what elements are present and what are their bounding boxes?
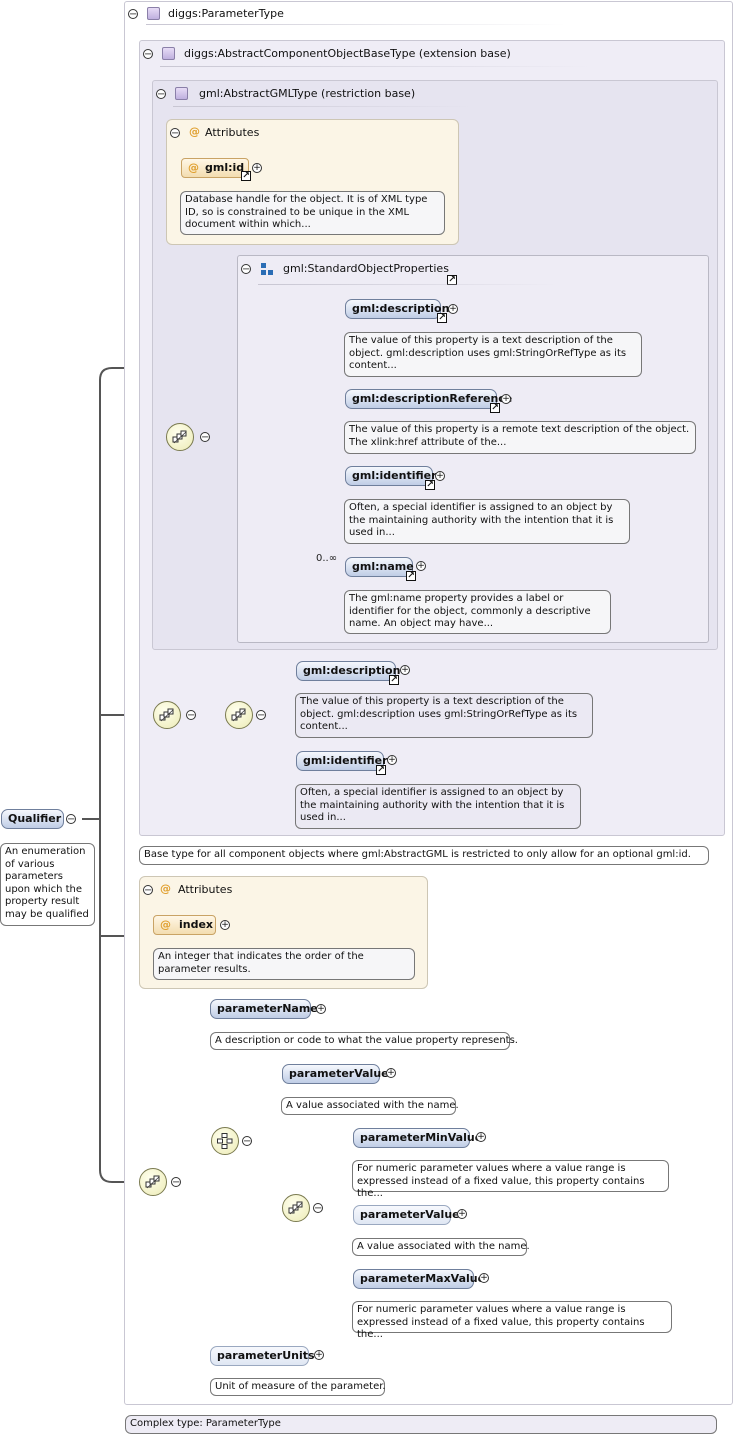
gml-description-element[interactable]: gml:description (296, 661, 400, 681)
choice-compositor-icon[interactable] (211, 1127, 239, 1155)
parameter-value-annotation: A value associated with the name. (281, 1097, 459, 1115)
complex-type-title: diggs:ParameterType (168, 7, 284, 20)
parameter-name-annotation: A description or code to what the value … (210, 1032, 518, 1050)
gml-description-annotation: The value of this property is a text des… (344, 332, 642, 377)
expand-icon[interactable]: + (476, 1132, 486, 1142)
expand-icon[interactable]: + (386, 1068, 396, 1078)
expand-icon[interactable]: + (314, 1350, 324, 1360)
index-label: index (179, 918, 214, 931)
complex-type-annotation: Complex type: ParameterType (125, 1415, 717, 1434)
collapse-icon[interactable]: − (143, 49, 153, 60)
gml-identifier-annotation: Often, a special identifier is assigned … (344, 499, 630, 544)
parameter-units-annotation: Unit of measure of the parameter. (210, 1378, 386, 1396)
collapse-icon[interactable]: − (66, 814, 76, 825)
extension-base-title: diggs:AbstractComponentObjectBaseType (e… (184, 47, 511, 60)
expand-icon[interactable]: + (400, 665, 410, 675)
expand-icon[interactable]: + (416, 561, 426, 571)
expand-icon[interactable]: + (457, 1209, 467, 1219)
gml-identifier-element[interactable]: gml:identifier (296, 751, 388, 771)
reference-arrow-icon[interactable]: ↗ (490, 403, 500, 413)
reference-arrow-icon[interactable]: ↗ (389, 675, 399, 685)
collapse-icon[interactable]: − (156, 89, 166, 100)
collapse-icon[interactable]: − (200, 432, 210, 443)
parameter-value-element[interactable]: parameterValue (282, 1064, 389, 1084)
collapse-icon[interactable]: − (313, 1203, 323, 1214)
sequence-compositor-icon[interactable] (282, 1194, 310, 1222)
reference-arrow-icon[interactable]: ↗ (437, 313, 447, 323)
sequence-compositor-icon[interactable] (139, 1168, 167, 1196)
parameter-min-value-element[interactable]: parameterMinValue (353, 1128, 482, 1148)
collapse-icon[interactable]: − (143, 885, 153, 896)
sequence-compositor-icon[interactable] (225, 701, 253, 729)
gml-id-attribute[interactable]: @ gml:id (181, 158, 249, 178)
collapse-icon[interactable]: − (171, 1177, 181, 1188)
collapse-icon[interactable]: − (241, 264, 251, 275)
parameter-max-value-element[interactable]: parameterMaxValue (353, 1269, 485, 1289)
header-divider (146, 24, 566, 25)
group-icon (261, 263, 274, 276)
index-annotation: An integer that indicates the order of t… (153, 948, 415, 980)
standard-object-properties-title: gml:StandardObjectProperties (283, 262, 449, 275)
parameter-min-value-annotation: For numeric parameter values where a val… (352, 1160, 669, 1199)
gml-identifier-annotation: Often, a special identifier is assigned … (295, 784, 581, 829)
reference-arrow-icon[interactable]: ↗ (376, 765, 386, 775)
reference-arrow-icon[interactable]: ↗ (241, 171, 251, 181)
qualifier-annotation: An enumeration of various parameters upo… (0, 843, 95, 926)
expand-icon[interactable]: + (448, 304, 458, 314)
expand-icon[interactable]: + (435, 471, 445, 481)
expand-icon[interactable]: + (479, 1273, 489, 1283)
index-attribute[interactable]: @ index (153, 915, 216, 935)
complex-type-icon (162, 47, 175, 60)
gml-description-element[interactable]: gml:description (345, 299, 449, 319)
header-divider (258, 284, 558, 285)
parameter-value-annotation: A value associated with the name. (352, 1238, 530, 1256)
reference-arrow-icon[interactable]: ↗ (406, 571, 416, 581)
occurrence-label: 0..∞ (316, 553, 338, 564)
parameter-value-element[interactable]: parameterValue (353, 1205, 460, 1225)
gml-name-annotation: The gml:name property provides a label o… (344, 590, 611, 634)
parameter-max-value-annotation: For numeric parameter values where a val… (352, 1301, 672, 1340)
parameter-units-element[interactable]: parameterUnits (210, 1346, 315, 1366)
expand-icon[interactable]: + (501, 394, 511, 404)
gml-description-reference-annotation: The value of this property is a remote t… (344, 421, 696, 454)
sequence-compositor-icon[interactable] (153, 701, 181, 729)
collapse-icon[interactable]: − (256, 710, 266, 721)
gml-description-annotation: The value of this property is a text des… (295, 693, 593, 738)
attributes-title: Attributes (205, 126, 260, 139)
at-sign-icon: @ (188, 161, 199, 174)
attributes-title: Attributes (178, 883, 233, 896)
gml-name-element[interactable]: gml:name (345, 557, 414, 577)
sequence-compositor-icon[interactable] (166, 423, 194, 451)
collapse-icon[interactable]: − (242, 1136, 252, 1147)
extension-base-annotation: Base type for all component objects wher… (139, 846, 709, 865)
gml-id-annotation: Database handle for the object. It is of… (180, 191, 445, 235)
collapse-icon[interactable]: − (170, 128, 180, 139)
header-divider (160, 66, 590, 67)
restriction-base-title: gml:AbstractGMLType (restriction base) (199, 87, 416, 100)
at-sign-icon: @ (189, 125, 200, 138)
header-divider (173, 106, 473, 107)
expand-icon[interactable]: + (252, 163, 262, 173)
collapse-icon[interactable]: − (186, 710, 196, 721)
qualifier-element[interactable]: Qualifier (1, 809, 64, 829)
expand-icon[interactable]: + (387, 755, 397, 765)
complex-type-icon (147, 7, 160, 20)
gml-description-reference-element[interactable]: gml:descriptionReference (345, 389, 512, 409)
expand-icon[interactable]: + (220, 920, 230, 930)
at-sign-icon: @ (160, 882, 171, 895)
reference-arrow-icon[interactable]: ↗ (425, 480, 435, 490)
complex-type-icon (175, 87, 188, 100)
gml-identifier-element[interactable]: gml:identifier (345, 466, 437, 486)
parameter-name-element[interactable]: parameterName (210, 999, 318, 1019)
collapse-icon[interactable]: − (128, 9, 138, 20)
at-sign-icon: @ (160, 918, 171, 931)
gml-id-label: gml:id (205, 161, 245, 174)
expand-icon[interactable]: + (316, 1004, 326, 1014)
